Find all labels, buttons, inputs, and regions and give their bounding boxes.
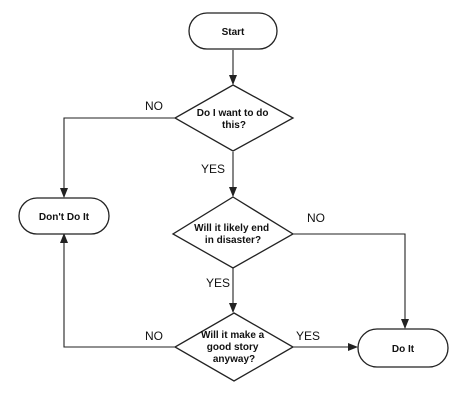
edge-label-q2-yes: YES xyxy=(206,276,230,290)
node-dont-label: Don't Do It xyxy=(39,212,90,223)
node-q1-line-2: this? xyxy=(222,120,246,131)
edge-label-q1-no: NO xyxy=(145,99,163,113)
node-q3: Will it make a good story anyway? xyxy=(173,312,295,382)
decision-shape xyxy=(171,196,295,269)
node-q3-label: Will it make a good story anyway? xyxy=(201,330,267,365)
node-q1-line-1: Do I want to do xyxy=(197,108,269,119)
edge-q3-no-to-dont xyxy=(60,233,175,348)
decision-shape xyxy=(173,84,295,152)
node-start-label: Start xyxy=(222,27,245,38)
node-q3-line-3: anyway? xyxy=(213,354,255,365)
node-start: Start xyxy=(188,12,278,50)
node-q2: Will it likely end in disaster? xyxy=(171,196,295,269)
node-q2-line-2: in disaster? xyxy=(205,235,261,246)
decision-shape xyxy=(173,312,295,382)
node-q3-line-1: Will it make a xyxy=(201,330,265,341)
edge-label-q3-yes: YES xyxy=(296,329,320,343)
node-doit: Do It xyxy=(357,328,449,368)
terminator-shape xyxy=(18,197,110,235)
node-q2-label: Will it likely end in disaster? xyxy=(194,223,272,246)
node-q1: Do I want to do this? xyxy=(173,84,295,152)
terminator-shape xyxy=(357,328,449,368)
edge-q1-no-to-dont xyxy=(60,117,175,198)
edge-label-q2-no: NO xyxy=(307,211,325,225)
edge-q2-no-to-doit xyxy=(293,233,409,329)
node-doit-label: Do It xyxy=(392,344,415,355)
node-dont: Don't Do It xyxy=(18,197,110,235)
edge-labels: NO YES NO YES NO YES xyxy=(145,99,325,343)
edge-label-q1-yes: YES xyxy=(201,162,225,176)
edge-label-q3-no: NO xyxy=(145,329,163,343)
connectors xyxy=(60,50,409,351)
terminator-shape xyxy=(188,12,278,50)
node-q2-line-1: Will it likely end xyxy=(194,223,269,234)
node-q1-label: Do I want to do this? xyxy=(197,108,271,131)
node-q3-line-2: good story xyxy=(207,342,259,353)
